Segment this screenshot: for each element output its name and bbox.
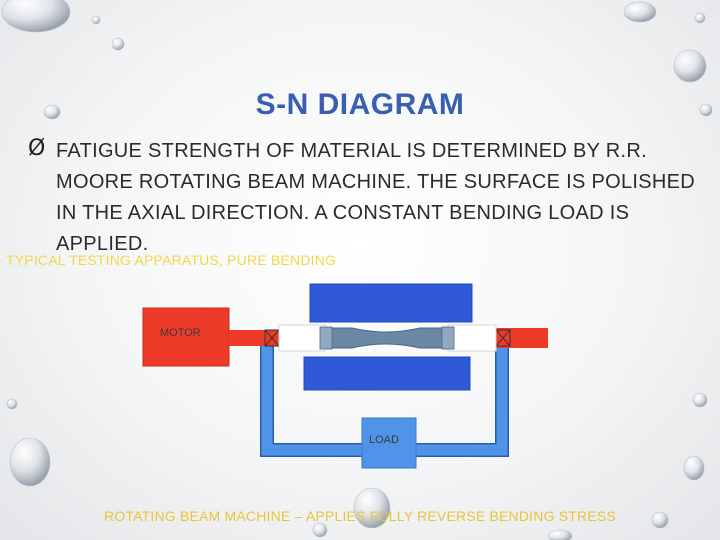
motor-label: MOTOR <box>160 327 201 339</box>
bottom-caption: ROTATING BEAM MACHINE – APPLIES FULLY RE… <box>104 508 616 524</box>
bullet-item: Ø FATIGUE STRENGTH OF MATERIAL IS DETERM… <box>28 136 698 260</box>
lower-block <box>303 356 471 391</box>
slide-title: S-N DIAGRAM <box>255 88 465 121</box>
load-label: LOAD <box>369 434 399 446</box>
bullet-text: FATIGUE STRENGTH OF MATERIAL IS DETERMIN… <box>56 140 696 255</box>
left-chuck <box>278 324 326 352</box>
apparatus-subcaption: TYPICAL TESTING APPARATUS, PURE BENDING <box>6 252 337 268</box>
upper-block <box>309 283 473 323</box>
load-box <box>361 417 417 469</box>
arrow-bullet-icon: Ø <box>28 136 46 161</box>
test-specimen <box>321 327 453 349</box>
right-chuck <box>447 324 497 352</box>
